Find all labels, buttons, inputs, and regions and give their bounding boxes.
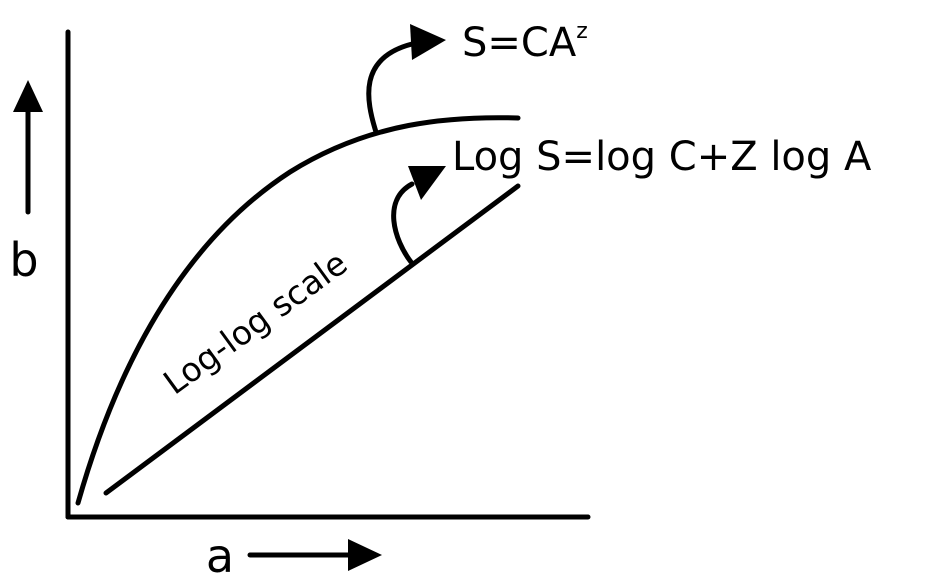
curve-equation-label: S=CAz <box>462 19 588 66</box>
y-axis-label: b <box>9 233 38 287</box>
y-axis-arrow-icon <box>13 80 43 215</box>
line-equation-label: Log S=log C+Z log A <box>452 134 872 180</box>
curve-equation-base: S=CA <box>462 20 577 66</box>
log-log-line <box>103 183 521 496</box>
curve-equation-superscript: z <box>576 19 588 44</box>
x-axis-arrow-icon <box>247 539 382 571</box>
x-axis-label: a <box>206 529 234 580</box>
line-pointer-arrow-icon <box>391 166 446 265</box>
power-curve <box>75 115 521 506</box>
curve-pointer-arrow-icon <box>366 24 446 135</box>
